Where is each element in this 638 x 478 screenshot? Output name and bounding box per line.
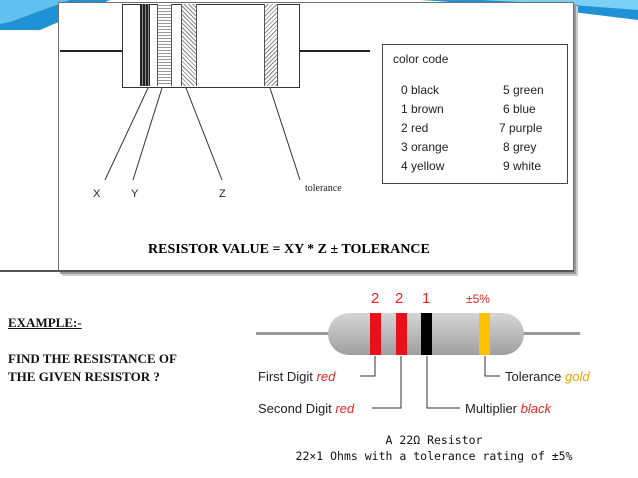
- first-digit-annotation: First Digit red: [258, 369, 335, 384]
- band-tolerance: [264, 4, 278, 86]
- color-code-item: 1 brown: [401, 102, 444, 116]
- band-z: [181, 4, 197, 86]
- second-digit-color: red: [335, 401, 355, 416]
- example-band-1: [370, 313, 381, 355]
- label-x: X: [93, 188, 101, 200]
- color-code-item: 4 yellow: [401, 159, 445, 173]
- color-code-item: 6 blue: [503, 102, 536, 116]
- digit-2: 2: [395, 290, 404, 307]
- example-band-3: [421, 313, 432, 355]
- resistor-lead-left: [60, 50, 122, 52]
- example-lead-right: [520, 332, 580, 335]
- caption-line-2: 22×1 Ohms with a tolerance rating of ±5%: [295, 449, 573, 463]
- example-question: FIND THE RESISTANCE OF THE GIVEN RESISTO…: [8, 350, 238, 386]
- multiplier-color: black: [520, 401, 551, 416]
- example-band-tolerance: [479, 313, 490, 355]
- resistor-formula: RESISTOR VALUE = XY * Z ± TOLERANCE: [148, 242, 430, 257]
- question-line-2: THE GIVEN RESISTOR ?: [8, 369, 160, 384]
- example-heading: EXAMPLE:-: [8, 315, 82, 330]
- multiplier-annotation: Multiplier black: [465, 401, 551, 416]
- caption-line-1: A 22Ω Resistor: [385, 433, 483, 447]
- question-line-1: FIND THE RESISTANCE OF: [8, 351, 177, 366]
- panel-divider: [0, 270, 574, 272]
- color-code-item: 8 grey: [503, 140, 537, 154]
- label-tolerance: tolerance: [305, 183, 342, 194]
- example-lead-left: [256, 332, 332, 335]
- resistor-lead-right: [298, 50, 370, 52]
- example-band-2: [396, 313, 407, 355]
- tolerance-color: gold: [565, 369, 590, 384]
- multiplier-label: Multiplier: [465, 401, 518, 416]
- tolerance-annotation: Tolerance gold: [505, 369, 590, 384]
- label-z: Z: [219, 188, 226, 200]
- color-code-item: 3 orange: [401, 140, 449, 154]
- color-code-item: 0 black: [401, 83, 440, 97]
- color-code-item: 2 red: [401, 121, 429, 135]
- first-digit-label: First Digit: [258, 369, 313, 384]
- digit-tolerance: ±5%: [466, 292, 490, 306]
- band-y: [157, 4, 172, 86]
- band-x: [140, 4, 150, 86]
- color-code-item: 9 white: [503, 159, 542, 173]
- label-y: Y: [131, 188, 139, 200]
- tolerance-label: Tolerance: [505, 369, 562, 384]
- color-code-title: color code: [393, 52, 449, 66]
- color-code-box: color code 0 black 1 brown 2 red 3 orang…: [382, 44, 568, 184]
- digit-1: 2: [371, 290, 380, 307]
- second-digit-label: Second Digit: [258, 401, 332, 416]
- first-digit-color: red: [316, 369, 336, 384]
- color-code-item: 7 purple: [499, 121, 543, 135]
- color-code-item: 5 green: [503, 83, 544, 97]
- digit-3: 1: [422, 290, 431, 307]
- second-digit-annotation: Second Digit red: [258, 401, 354, 416]
